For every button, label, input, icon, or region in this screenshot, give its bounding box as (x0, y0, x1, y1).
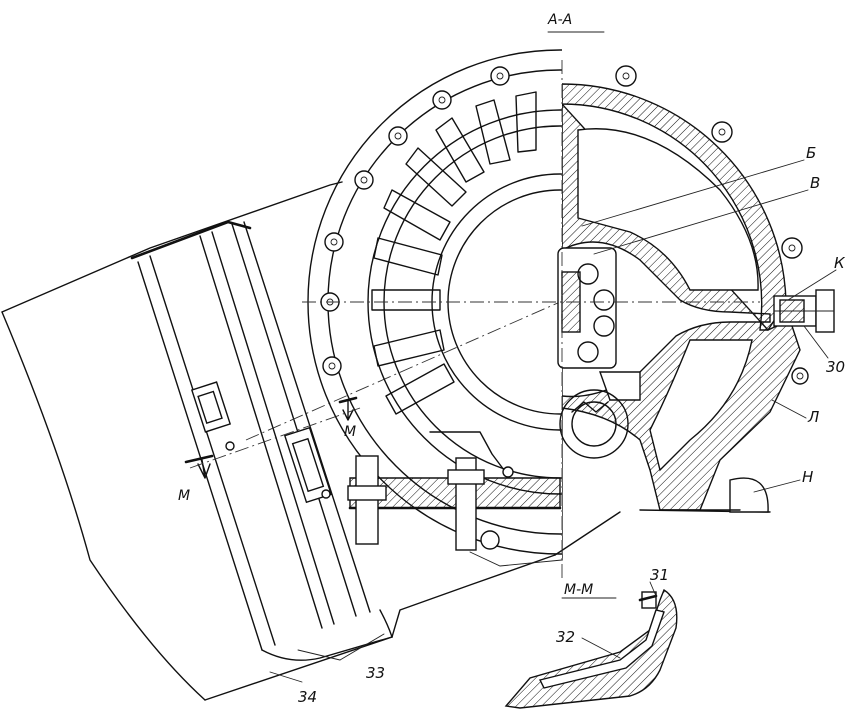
callout-b: Б (806, 144, 816, 162)
base-flange (347, 431, 769, 551)
callout-30: 30 (826, 358, 845, 376)
callout-34: 34 (298, 688, 317, 706)
housing-disc (302, 49, 835, 580)
callout-v: В (810, 174, 820, 192)
callout-33: 33 (366, 664, 385, 682)
detail-mm (504, 588, 678, 709)
callout-k: К (834, 254, 846, 272)
labels: A-A M-M M M Б В К 30 Л Н 31 32 33 34 (178, 12, 846, 706)
section-aa (562, 83, 801, 561)
section-label-m-left: M (178, 488, 190, 504)
callout-31: 31 (650, 566, 669, 584)
section-label-m-right: M (344, 424, 356, 440)
section-label-aa: A-A (547, 12, 572, 28)
duct-body (1, 181, 621, 701)
callout-32: 32 (556, 628, 575, 646)
hub-bearing (557, 247, 629, 459)
section-label-mm: M-M (564, 582, 593, 598)
leader-lines (269, 31, 837, 683)
guide-vanes (371, 91, 537, 415)
bolt-30 (773, 289, 835, 333)
callout-l: Л (807, 408, 819, 426)
callout-n: Н (802, 468, 813, 486)
